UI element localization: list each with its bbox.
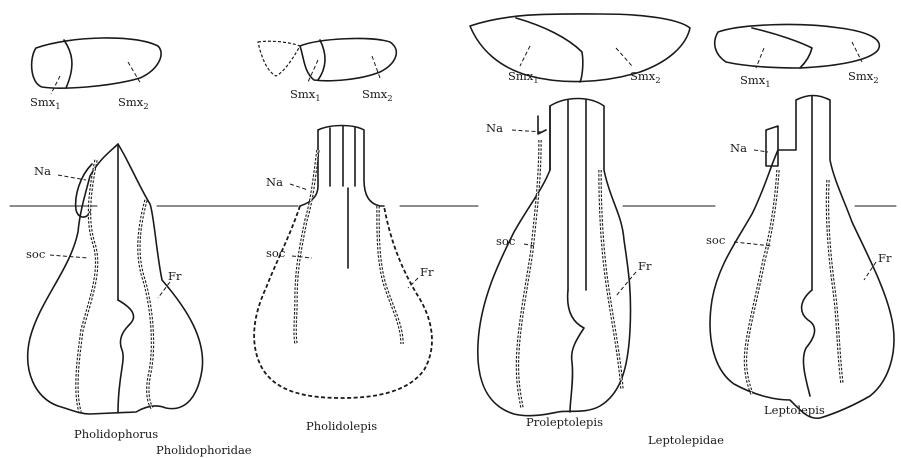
label-na: Na (730, 141, 747, 155)
label-na: Na (486, 121, 503, 135)
supramaxilla-drawing (32, 38, 161, 88)
label-smx1: Smx1 (740, 73, 771, 90)
specimen-pholidolepis: Smx1 Smx2 Na soc Fr Pholidolepis (254, 39, 434, 433)
label-fr: Fr (420, 265, 434, 279)
label-na: Na (34, 164, 51, 178)
label-soc: soc (496, 234, 515, 248)
label-fr: Fr (168, 269, 182, 283)
supramaxilla-drawing (715, 25, 880, 68)
frontal-bone-drawing (254, 126, 432, 399)
label-smx2: Smx2 (362, 87, 393, 104)
specimen-leptolepis: Smx1 Smx2 Na soc Fr Leptolepis (706, 25, 894, 419)
label-fr: Fr (878, 251, 892, 265)
label-smx1: Smx1 (508, 69, 539, 86)
genus-name: Proleptolepis (526, 415, 603, 429)
supramaxilla-drawing (258, 39, 396, 81)
label-na: Na (266, 175, 283, 189)
label-smx1: Smx1 (30, 95, 61, 112)
label-soc: soc (706, 233, 725, 247)
label-soc: soc (266, 246, 285, 260)
label-smx2: Smx2 (630, 69, 661, 86)
specimen-proleptolepis: Smx1 Smx2 Na soc Fr Proleptolepis (470, 14, 690, 429)
label-smx2: Smx2 (118, 95, 149, 112)
label-soc: soc (26, 247, 45, 261)
genus-name: Leptolepis (764, 403, 825, 417)
label-fr: Fr (638, 259, 652, 273)
label-smx1: Smx1 (290, 87, 321, 104)
family-name-leptolepidae: Leptolepidae (648, 433, 724, 447)
supramaxilla-drawing (470, 14, 690, 82)
specimen-pholidophorus: Smx1 Smx2 Na soc Fr Pholidophorus (26, 38, 203, 441)
label-smx2: Smx2 (848, 69, 879, 86)
genus-name: Pholidophorus (74, 427, 158, 441)
frontal-bone-drawing (478, 99, 631, 416)
genus-name: Pholidolepis (306, 419, 377, 433)
family-name-pholidophoridae: Pholidophoridae (156, 443, 252, 457)
